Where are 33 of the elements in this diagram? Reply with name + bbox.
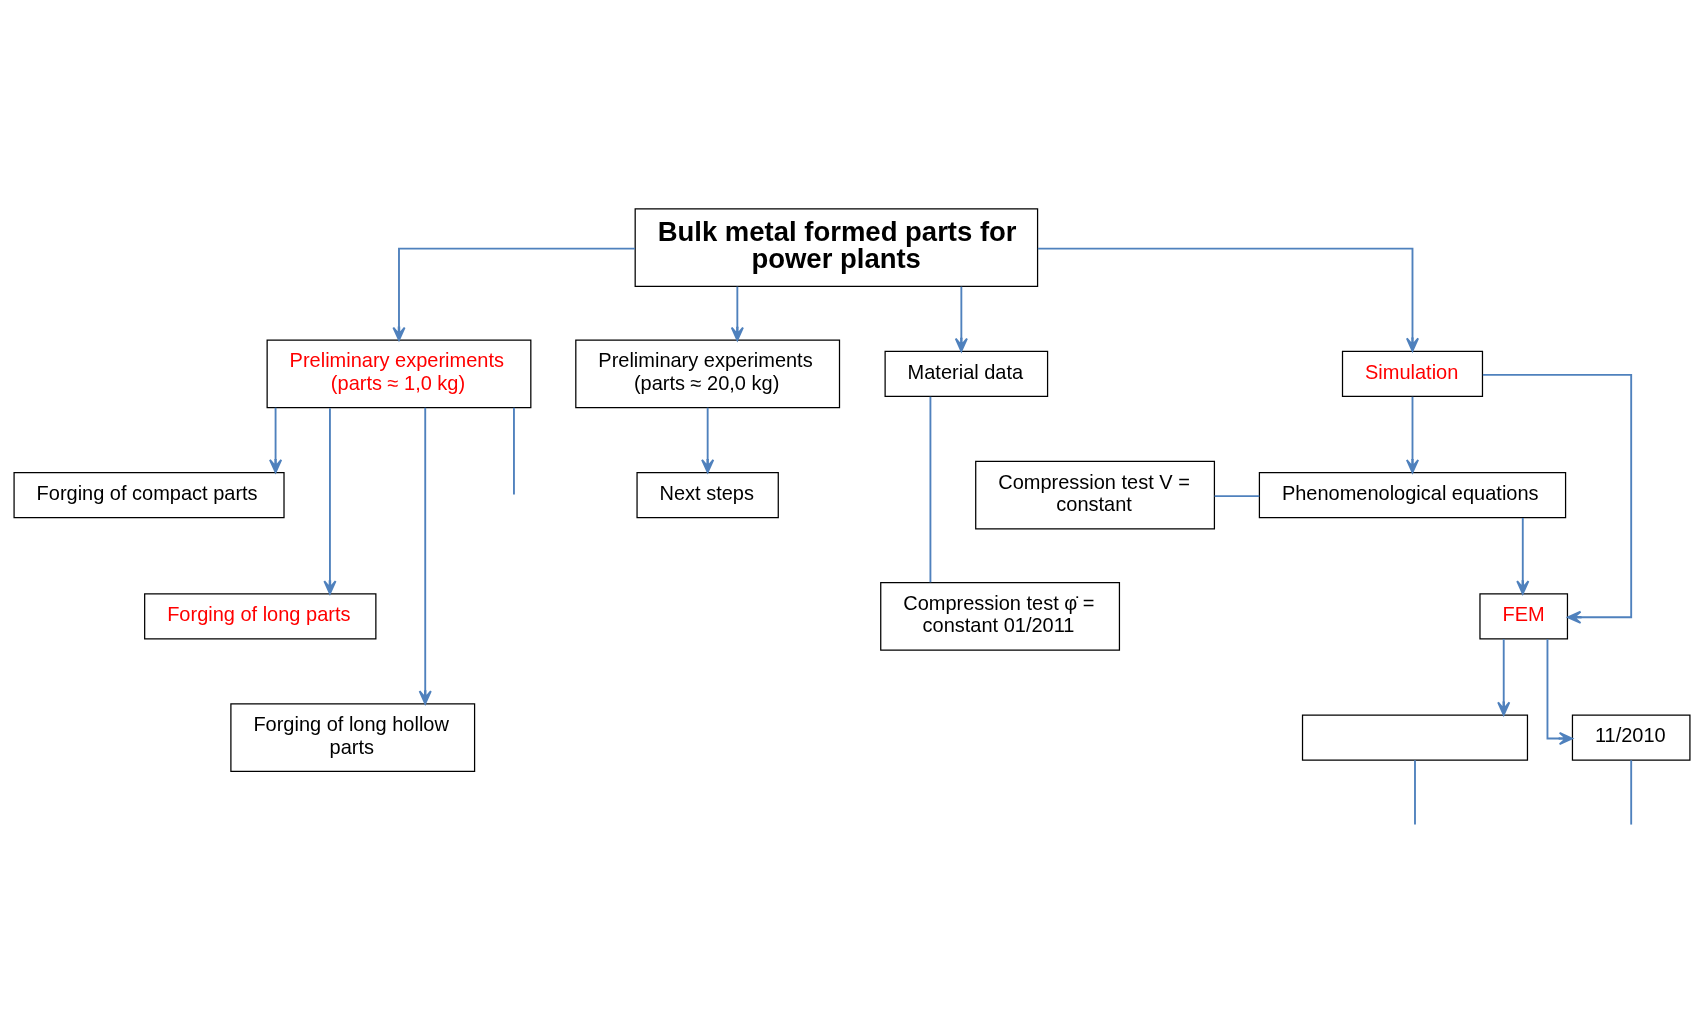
node-box: Next steps [636,472,779,519]
node-box: 11/2010 [1571,714,1691,761]
arrow [269,406,283,474]
arrow [1516,517,1530,595]
arrow [1546,638,1574,746]
node-box: Compression test φ̇ = constant 01/2011 [880,582,1121,651]
node-box: Forging of long hollow parts [230,703,476,772]
node-box: Simulation [1341,350,1484,398]
connector [513,406,515,496]
node-box: Material data [884,350,1049,398]
connector [1213,495,1261,497]
arrow [954,285,968,353]
arrow [1036,247,1420,352]
arrow [1481,373,1633,624]
node-box: Preliminary experiments (parts ≈ 1,0 kg) [266,339,532,409]
node-box: Forging of compact parts [13,472,285,519]
arrow [323,407,337,595]
connector [1414,759,1416,826]
arrow [730,285,744,342]
arrow [418,406,432,705]
arrow [392,247,636,341]
node-box: Forging of long parts [144,593,377,640]
node-box: Compression test V = constant [975,460,1216,530]
node-box [1301,714,1529,761]
arrow [701,406,715,474]
connector [1630,759,1633,826]
node-box: FEM [1479,593,1569,640]
connector [929,395,932,584]
node-box: Preliminary experiments (parts ≈ 20,0 kg) [575,339,841,409]
node-box: Phenomenological equations [1258,472,1567,519]
arrow [1405,395,1420,474]
arrow [1497,638,1511,716]
node-box: Bulk metal formed parts for power plants [634,208,1039,288]
